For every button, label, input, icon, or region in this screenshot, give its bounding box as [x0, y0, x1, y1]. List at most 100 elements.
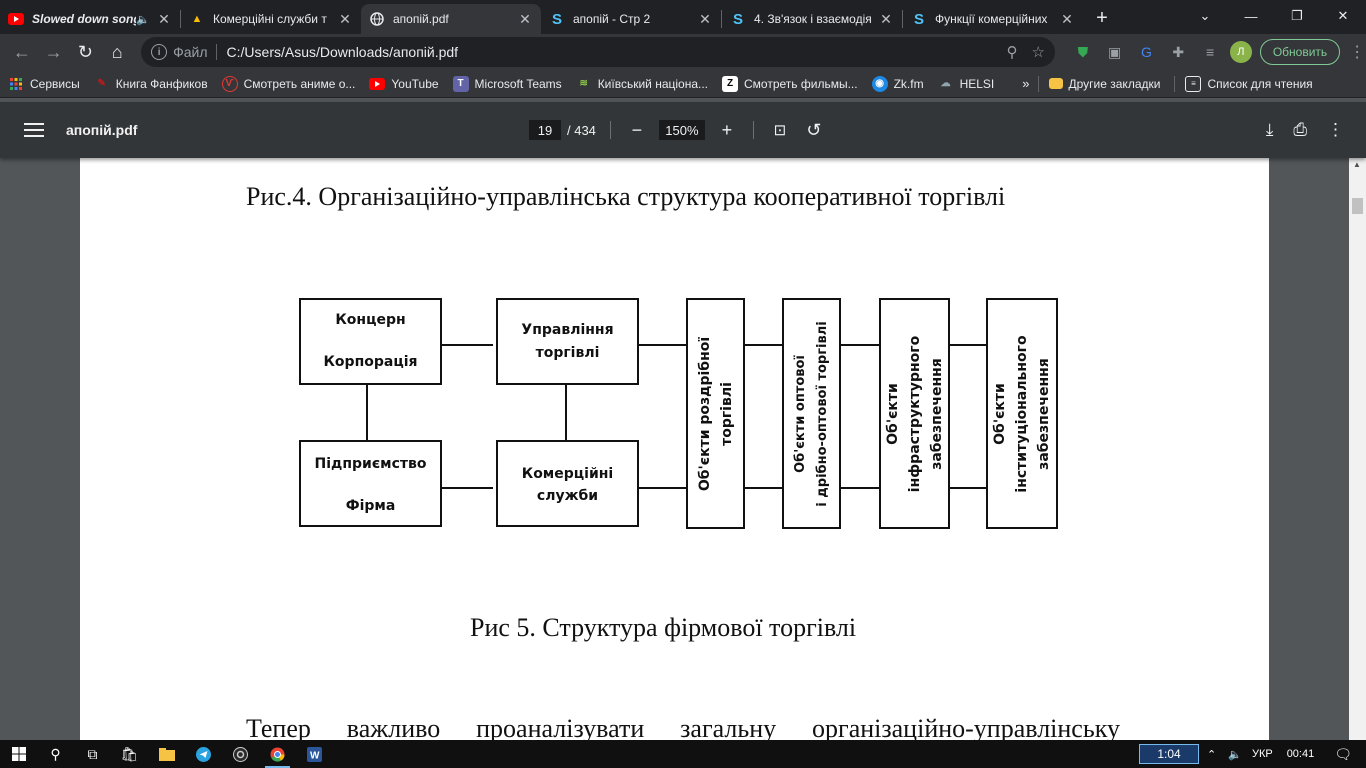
bookmark-fanfics[interactable]: ✎ Книга Фанфиков	[94, 76, 208, 92]
box-label-vertical: Об'єкти роздрібної торгівлі	[694, 336, 738, 490]
rotate-icon[interactable]: ↺	[806, 119, 822, 140]
page-number-input[interactable]: 19	[529, 120, 561, 140]
menu-hamburger-icon[interactable]	[24, 123, 44, 137]
adguard-shield-icon[interactable]: ⛊	[1077, 43, 1089, 60]
language-indicator[interactable]: УКР	[1251, 748, 1273, 760]
more-bookmarks-chevron-icon[interactable]: »	[1022, 76, 1030, 91]
tab-commercial[interactable]: ▲ Комерційні служби т ✕	[181, 4, 361, 34]
close-tab-icon[interactable]: ✕	[519, 10, 531, 27]
address-bar[interactable]: i Файл C:/Users/Asus/Downloads/апопій.pd…	[141, 37, 1055, 67]
timer-widget[interactable]: 1:04	[1139, 744, 1200, 764]
zoom-icon[interactable]: ⚲	[1006, 44, 1018, 61]
vertical-scrollbar[interactable]: ▲	[1349, 158, 1366, 740]
body-word: проаналізувати	[476, 714, 645, 740]
zoom-out-icon[interactable]: −	[631, 119, 643, 140]
close-tab-icon[interactable]: ✕	[339, 10, 351, 27]
back-icon[interactable]: ←	[12, 41, 31, 62]
scrollbar-thumb[interactable]	[1352, 198, 1363, 214]
close-tab-icon[interactable]: ✕	[880, 10, 892, 27]
forward-icon[interactable]: →	[44, 41, 63, 62]
new-tab-icon[interactable]: +	[1096, 7, 1108, 29]
fit-page-icon[interactable]: ⊡	[773, 122, 787, 139]
connector-line	[637, 344, 687, 346]
word-icon[interactable]: W	[296, 740, 333, 768]
bookmark-services[interactable]: Сервисы	[8, 76, 80, 92]
telegram-icon[interactable]	[185, 740, 222, 768]
translate-icon[interactable]: G	[1140, 44, 1152, 60]
restore-icon[interactable]: ❐	[1291, 8, 1303, 23]
url-text[interactable]: C:/Users/Asus/Downloads/апопій.pdf	[226, 44, 459, 60]
institutional-objects-box: Об'єкти інституціонального забезпечення	[986, 298, 1058, 529]
task-view-icon[interactable]: ⧉	[87, 745, 98, 762]
zoom-input[interactable]: 150%	[658, 120, 705, 140]
bookmark-teams[interactable]: T Microsoft Teams	[452, 75, 562, 92]
zoom-in-icon[interactable]: +	[721, 119, 733, 140]
browser-toolbar: ← → ↻ ⌂ i Файл C:/Users/Asus/Downloads/а…	[0, 34, 1366, 70]
browser-menu-icon[interactable]: ⋮	[1349, 44, 1366, 61]
close-tab-icon[interactable]: ✕	[158, 10, 170, 27]
bookmark-label: Microsoft Teams	[474, 76, 562, 91]
reading-list[interactable]: ≡ Список для чтения	[1185, 75, 1313, 92]
pdf-title: апопій.pdf	[66, 122, 138, 138]
connector-line	[565, 383, 567, 442]
clock[interactable]: 00:41	[1286, 748, 1315, 760]
speaker-icon[interactable]: 🔈	[136, 13, 150, 26]
tab-functions[interactable]: S Функції комерційних ✕	[903, 4, 1083, 34]
tray-overflow-icon[interactable]: ⌃	[1207, 748, 1217, 761]
bookmark-label: Київський націона...	[597, 76, 709, 91]
box-label: і дрібно-оптової торгівлі	[814, 320, 830, 507]
connector-line	[839, 344, 880, 346]
box-label: торгівлі	[718, 381, 735, 446]
globe-icon	[369, 11, 385, 27]
body-word: загальну	[680, 714, 777, 740]
tab-title: апопій.pdf	[393, 12, 449, 26]
home-icon[interactable]: ⌂	[111, 41, 123, 62]
tab-relation[interactable]: S 4. Зв'язок і взаємодія ✕	[722, 4, 902, 34]
youtube-icon	[369, 76, 386, 92]
download-icon[interactable]: ⤓	[1265, 120, 1274, 139]
profile-avatar[interactable]: Л	[1229, 41, 1252, 63]
bookmark-label: Zk.fm	[893, 76, 924, 91]
pdf-viewport[interactable]: Рис.4. Організаційно-управлінська структ…	[0, 158, 1366, 740]
volume-icon[interactable]: 🔈	[1228, 748, 1242, 761]
print-icon[interactable]: ⎙	[1293, 120, 1307, 139]
anime-icon: Ѵ	[221, 75, 238, 92]
bookmark-kyiv-university[interactable]: ≋ Київський націона...	[576, 76, 708, 92]
close-tab-icon[interactable]: ✕	[1061, 10, 1073, 27]
file-explorer-icon[interactable]	[148, 740, 185, 768]
bookmark-anime[interactable]: Ѵ Смотреть аниме о...	[221, 75, 355, 92]
info-icon[interactable]: i	[151, 44, 168, 60]
reload-icon[interactable]: ↻	[77, 41, 93, 62]
windows-start-icon[interactable]	[0, 740, 37, 768]
body-word: організаційно-управлінську	[812, 714, 1120, 740]
update-button[interactable]: Обновить	[1259, 39, 1341, 65]
bookmark-youtube[interactable]: YouTube	[369, 76, 439, 92]
youtube-icon	[8, 11, 24, 27]
enterprise-firm-box: Підприємство Фірма	[299, 440, 442, 527]
bookmark-zkfm[interactable]: ◉ Zk.fm	[871, 75, 924, 92]
notifications-icon[interactable]: 🗨	[1334, 745, 1352, 762]
close-tab-icon[interactable]: ✕	[699, 10, 711, 27]
tab-youtube[interactable]: Slowed down song 🔈 ✕	[0, 4, 180, 34]
close-window-icon[interactable]: ✕	[1337, 8, 1349, 23]
chrome-icon[interactable]	[259, 740, 296, 768]
minimize-icon[interactable]: —	[1244, 8, 1258, 24]
tab-apopii-page2[interactable]: S апопій - Стр 2 ✕	[541, 4, 721, 34]
bookmark-films[interactable]: Z Смотреть фильмы...	[722, 75, 858, 92]
tab-pdf-active[interactable]: апопій.pdf ✕	[361, 4, 541, 34]
scroll-up-arrow-icon[interactable]: ▲	[1353, 160, 1361, 169]
tab-search-icon[interactable]: ⌄	[1199, 8, 1211, 23]
box-label: Підприємство	[314, 456, 427, 472]
bookmark-helsi[interactable]: ☁ HELSI	[938, 76, 995, 92]
puzzle-extensions-icon[interactable]: ✚	[1172, 43, 1185, 60]
more-options-icon[interactable]: ⋮	[1327, 120, 1344, 139]
bookmark-star-icon[interactable]: ☆	[1031, 44, 1045, 61]
bookmarks-bar: Сервисы ✎ Книга Фанфиков Ѵ Смотреть аним…	[0, 70, 1366, 98]
extension-gray-icon[interactable]: ▣	[1108, 43, 1122, 60]
obs-icon[interactable]	[222, 740, 259, 768]
infrastructure-objects-box: Об'єкти інфраструктурного забезпечення	[879, 298, 950, 529]
store-icon[interactable]: 🛍	[120, 745, 139, 762]
media-queue-icon[interactable]: ≡	[1205, 44, 1215, 60]
other-bookmarks-folder[interactable]: Другие закладки	[1048, 77, 1160, 91]
search-icon[interactable]: ⚲	[50, 745, 61, 762]
